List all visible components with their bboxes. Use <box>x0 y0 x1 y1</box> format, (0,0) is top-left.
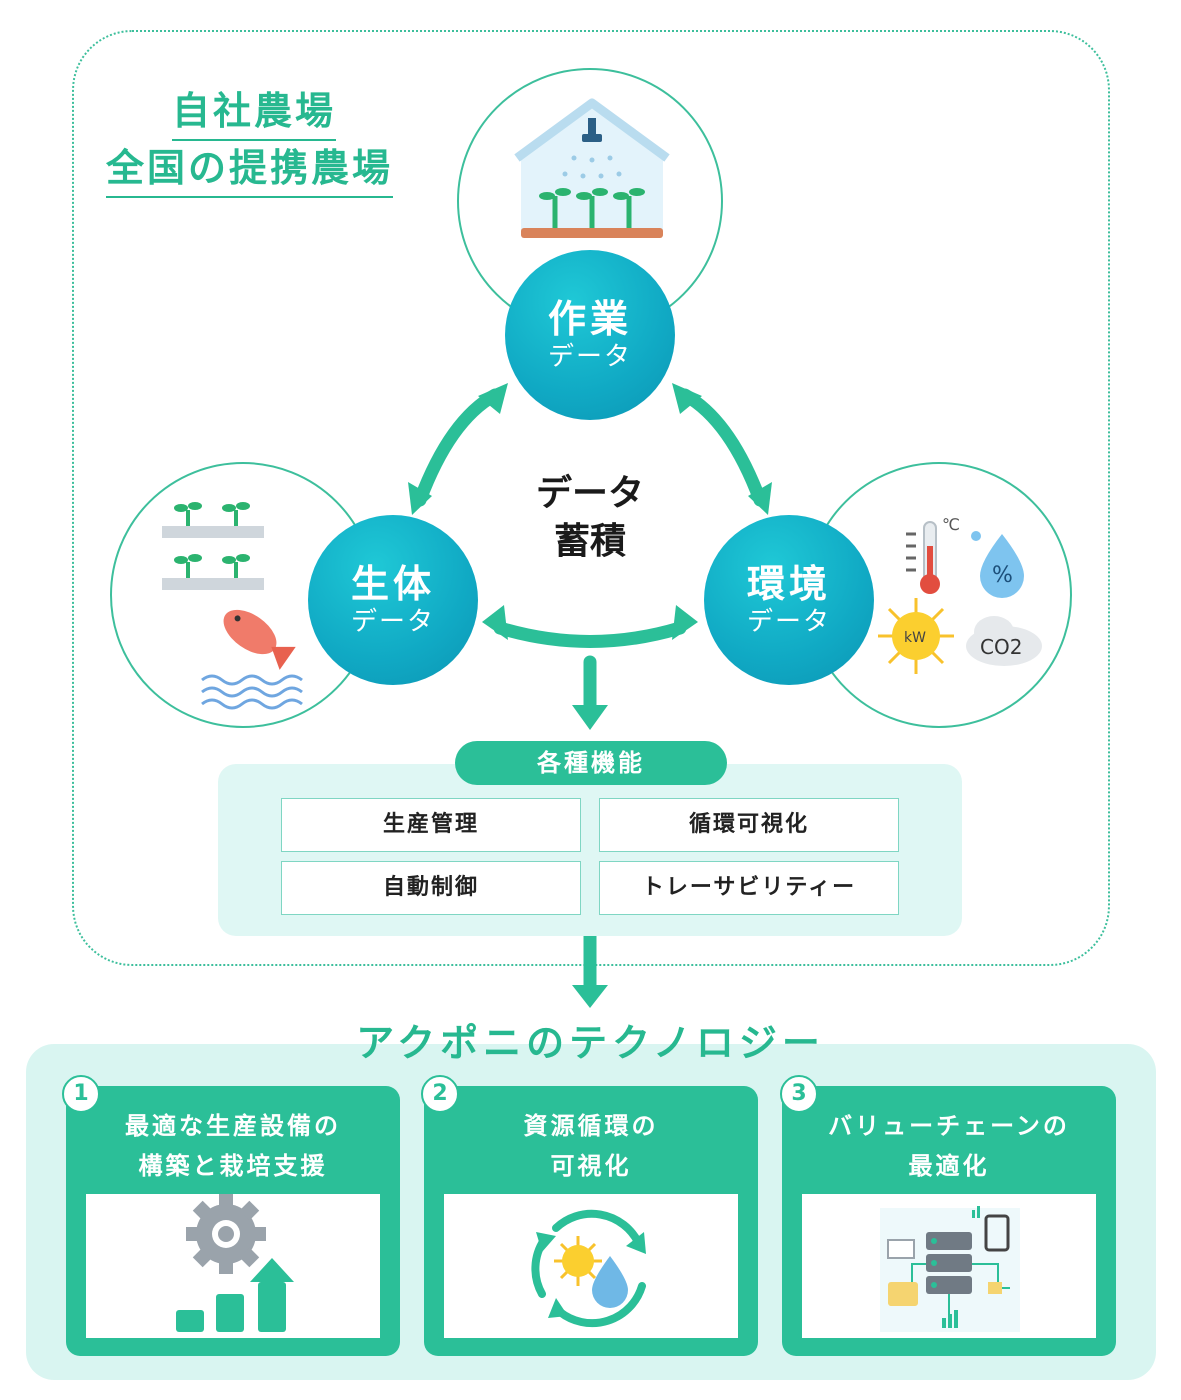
percent-label: % <box>992 563 1013 588</box>
environment-icon: ℃ % kW CO2 <box>878 515 1042 674</box>
arrow-bio-to-work <box>413 388 502 507</box>
sun-water-cycle-icon <box>531 1209 646 1328</box>
functions-header: 各種機能 <box>455 741 727 785</box>
tech-card-1-image <box>86 1194 380 1338</box>
tech-card-1-title: 最適な生産設備の 構築と栽培支援 <box>66 1106 400 1186</box>
work-data-node: 作業 データ <box>505 250 675 420</box>
work-node-sub: データ <box>547 342 632 372</box>
plant-fish-icon <box>162 502 303 710</box>
partner-farm-label: 全国の提携農場 <box>106 137 394 198</box>
tech-card-1-number: 1 <box>62 1075 100 1113</box>
tech-card-3-image <box>802 1194 1096 1338</box>
function-cycle-visualization: 循環可視化 <box>599 798 899 852</box>
server-network-icon <box>880 1206 1020 1332</box>
bio-node-sub: データ <box>350 607 435 637</box>
tech-card-3-number: 3 <box>780 1075 818 1113</box>
kw-label: kW <box>904 630 926 646</box>
function-production-management: 生産管理 <box>281 798 581 852</box>
center-line1: データ <box>535 473 644 514</box>
tech-card-3-line1: バリューチェーンの <box>828 1112 1070 1140</box>
tech-card-2-number: 2 <box>421 1075 459 1113</box>
arrow-bio-to-env <box>493 621 687 648</box>
celsius-label: ℃ <box>942 515 960 534</box>
own-farm-label: 自社農場 <box>172 80 337 141</box>
tech-card-2-image <box>444 1194 738 1338</box>
tech-card-2-title: 資源循環の 可視化 <box>424 1106 758 1186</box>
tech-card-2-line1: 資源循環の <box>523 1112 659 1140</box>
tech-card-2: 資源循環の 可視化 <box>424 1086 758 1356</box>
greenhouse-icon <box>514 98 670 238</box>
tech-card-3: バリューチェーンの 最適化 <box>782 1086 1116 1356</box>
env-node-title: 環境 <box>746 562 831 606</box>
env-node-sub: データ <box>746 607 831 637</box>
env-data-node: 環境 データ <box>704 515 874 685</box>
tech-card-1-line2: 構築と栽培支援 <box>138 1152 328 1180</box>
gear-growth-icon <box>176 1194 294 1332</box>
function-traceability: トレーサビリティー <box>599 861 899 915</box>
env-circle: ℃ % kW CO2 <box>806 462 1072 728</box>
tech-card-3-line2: 最適化 <box>908 1152 990 1180</box>
co2-label: CO2 <box>980 635 1022 659</box>
data-accumulation-label: データ 蓄積 <box>520 470 660 566</box>
bio-data-node: 生体 データ <box>308 515 478 685</box>
tech-card-2-line2: 可視化 <box>550 1152 632 1180</box>
function-auto-control: 自動制御 <box>281 861 581 915</box>
arrow-work-to-env <box>678 388 767 507</box>
center-line2: 蓄積 <box>553 521 626 562</box>
tech-card-1-line1: 最適な生産設備の <box>125 1112 341 1140</box>
tech-card-3-title: バリューチェーンの 最適化 <box>782 1106 1116 1186</box>
bio-node-title: 生体 <box>350 562 435 606</box>
technology-title: アクポニのテクノロジー <box>356 1021 825 1065</box>
work-node-title: 作業 <box>547 297 632 341</box>
tech-card-1: 最適な生産設備の 構築と栽培支援 <box>66 1086 400 1356</box>
